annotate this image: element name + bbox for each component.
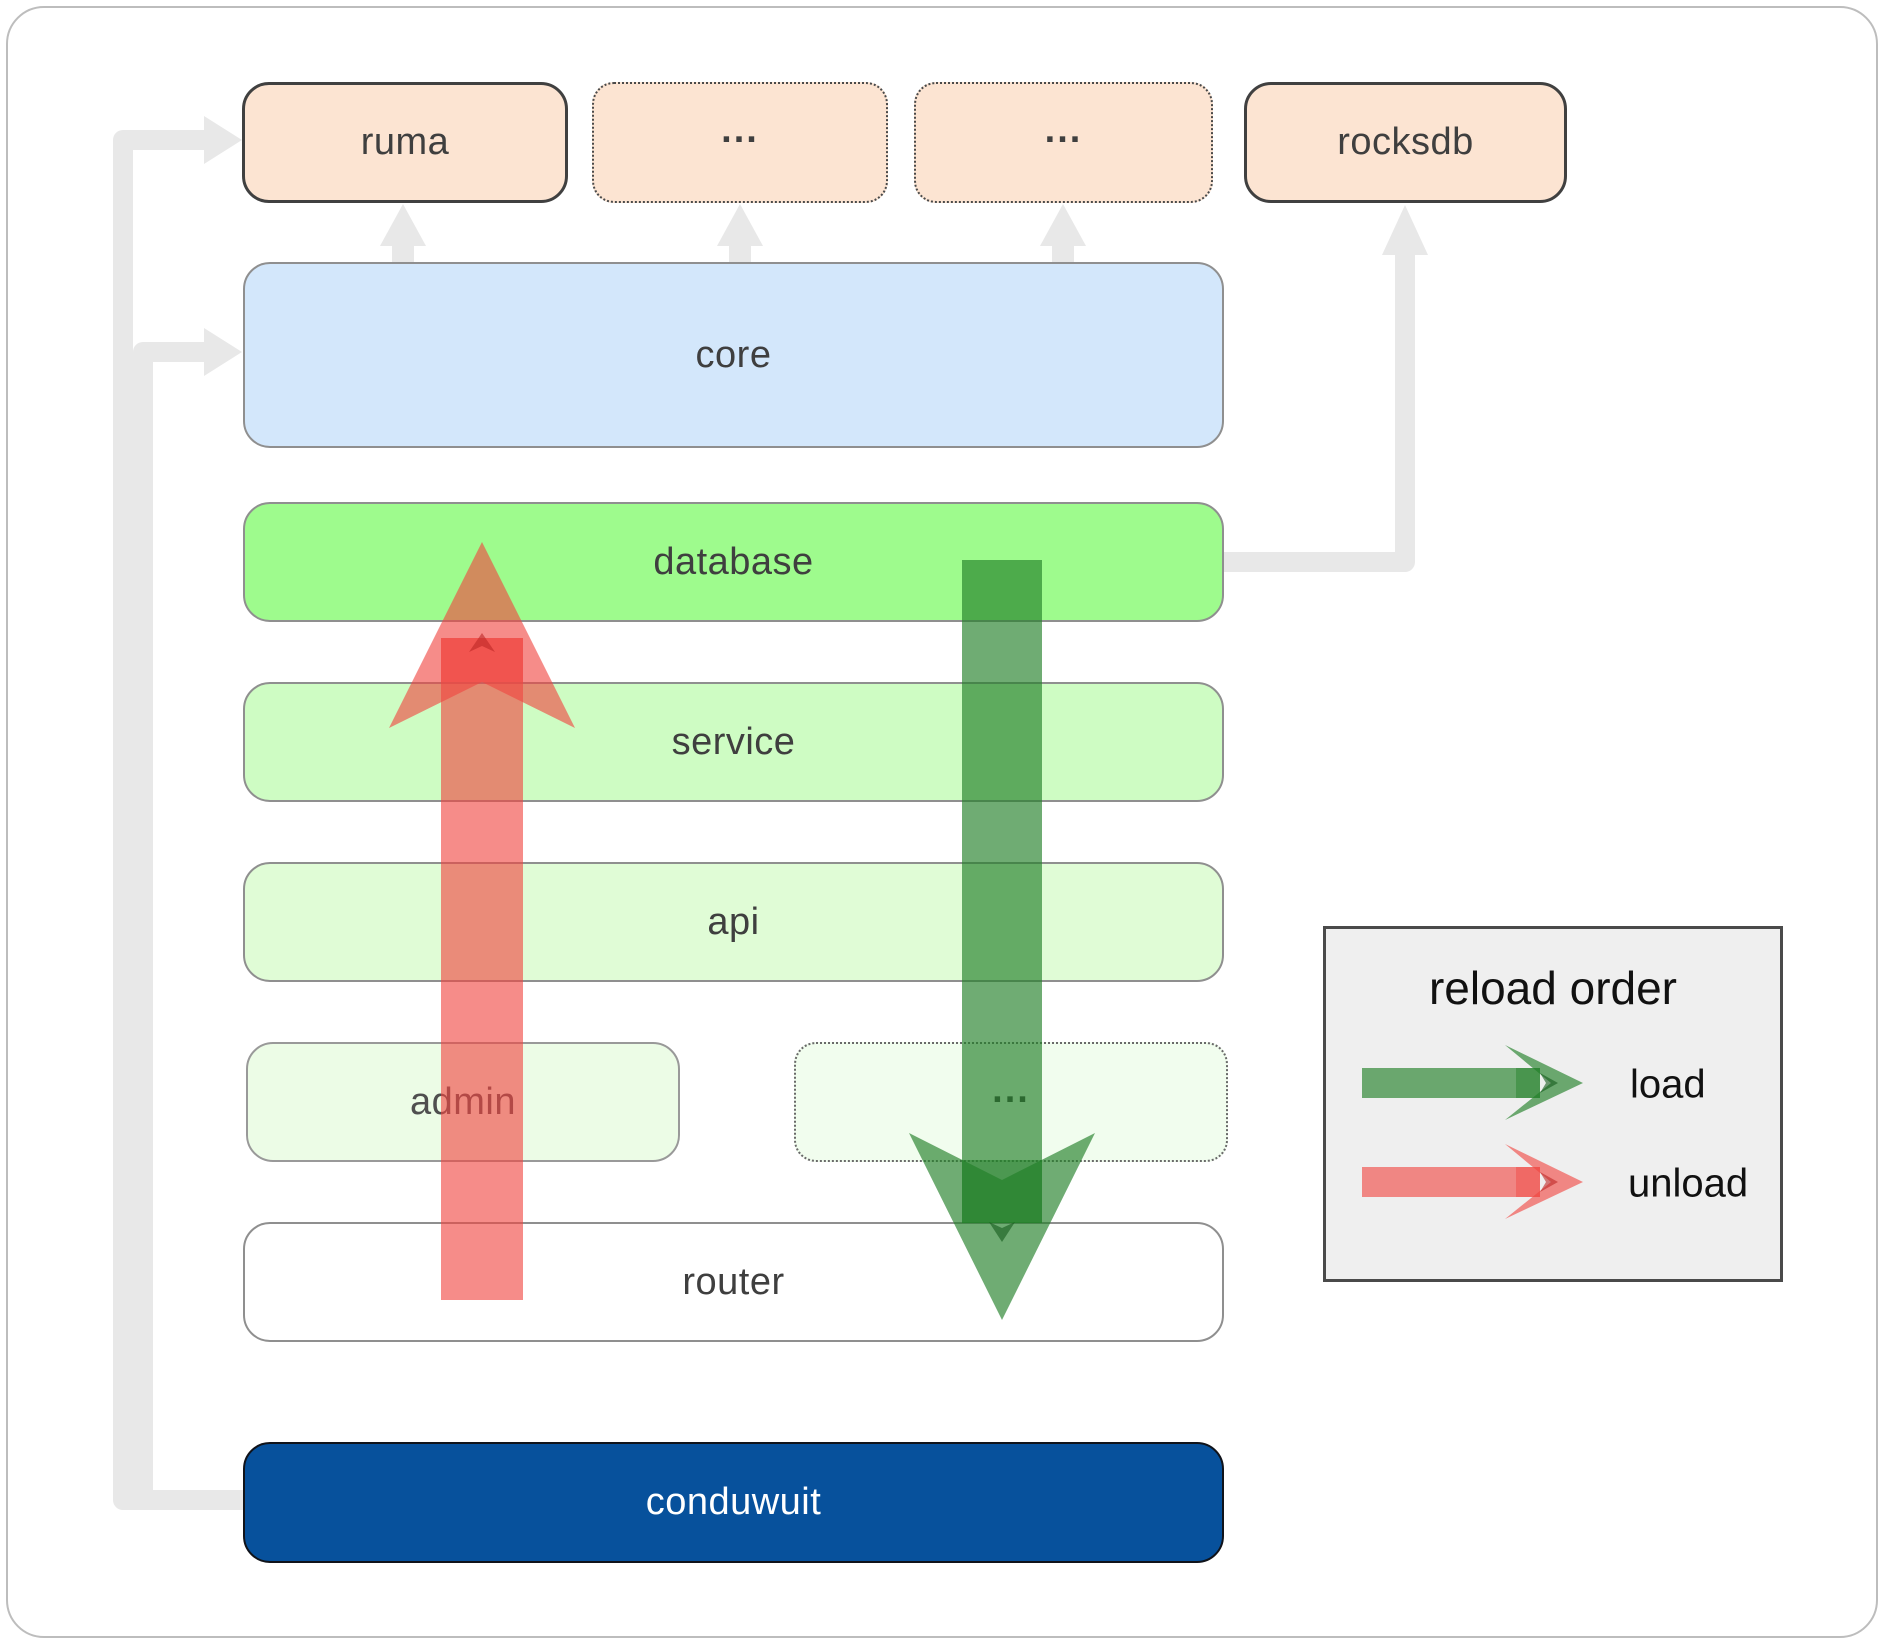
node-misc-top-2-label: ... bbox=[1044, 108, 1083, 151]
node-admin-label: admin bbox=[410, 1080, 516, 1123]
node-ruma-label: ruma bbox=[360, 121, 450, 163]
node-core-label: core bbox=[695, 333, 772, 376]
node-conduwuit-label: conduwuit bbox=[645, 1481, 822, 1523]
arrowhead-up-icon bbox=[380, 204, 426, 246]
arrowhead-up-icon bbox=[1040, 204, 1086, 246]
arrowhead-into-core-icon bbox=[204, 328, 242, 376]
node-service: service bbox=[243, 682, 1224, 802]
legend-unload-label: unload bbox=[1628, 1161, 1749, 1206]
node-misc-top-1: ... bbox=[592, 82, 888, 203]
database-to-rocksdb-connector bbox=[1224, 253, 1415, 572]
node-ruma: ruma bbox=[242, 82, 568, 203]
node-database-label: database bbox=[653, 540, 814, 583]
arrowhead-up-icon bbox=[717, 204, 763, 246]
arrowhead-into-rocksdb-icon bbox=[1382, 205, 1428, 255]
conduwuit-to-core-connector bbox=[133, 342, 246, 1510]
node-core: core bbox=[243, 262, 1224, 448]
node-service-label: service bbox=[671, 720, 796, 763]
legend-title: reload order bbox=[1428, 962, 1678, 1014]
node-database: database bbox=[243, 502, 1224, 622]
node-rocksdb: rocksdb bbox=[1244, 82, 1567, 203]
arrowhead-into-ruma-icon bbox=[204, 116, 242, 164]
node-misc-row-label: ... bbox=[992, 1068, 1030, 1111]
node-router: router bbox=[243, 1222, 1224, 1342]
node-api-label: api bbox=[707, 900, 760, 943]
node-rocksdb-label: rocksdb bbox=[1337, 121, 1474, 163]
node-api: api bbox=[243, 862, 1224, 982]
legend-reload-order: reload order load unload bbox=[1323, 926, 1783, 1282]
legend-load-label: load bbox=[1630, 1062, 1706, 1107]
node-admin: admin bbox=[246, 1042, 680, 1162]
node-misc-row: ... bbox=[794, 1042, 1228, 1162]
node-misc-top-1-label: ... bbox=[721, 108, 759, 151]
node-misc-top-2: ... bbox=[914, 82, 1213, 203]
node-router-label: router bbox=[682, 1260, 785, 1303]
node-conduwuit: conduwuit bbox=[243, 1442, 1224, 1563]
